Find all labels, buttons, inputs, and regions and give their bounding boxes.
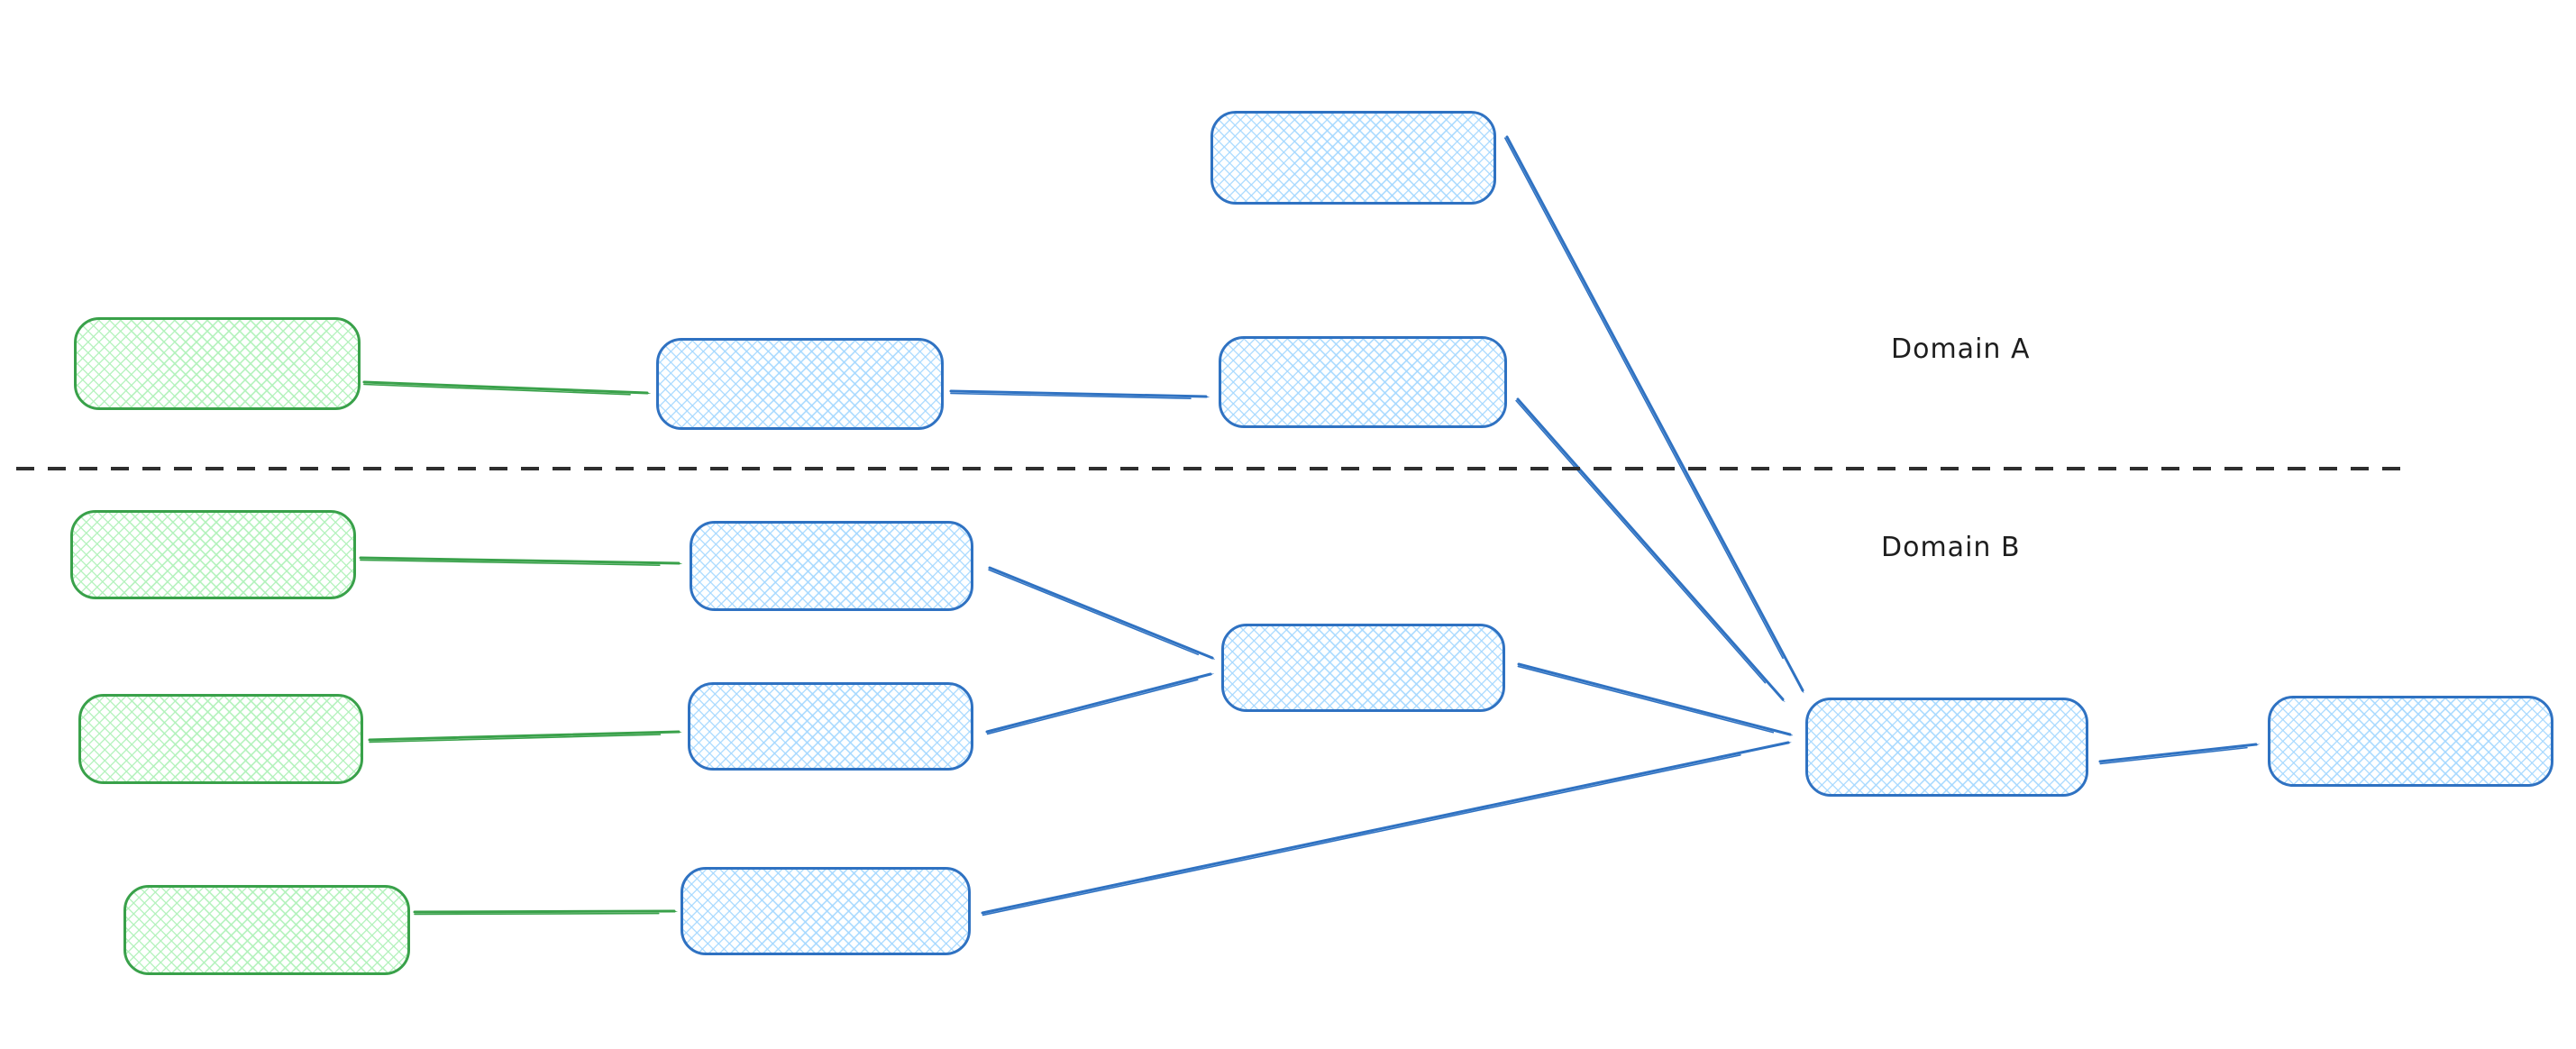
node-a-top[interactable]	[1210, 111, 1496, 205]
node-b-mid-2[interactable]	[688, 682, 973, 771]
arrow-a-mid-to-a-right[interactable]	[949, 389, 1206, 397]
node-b-source-1[interactable]	[70, 510, 356, 599]
domain-a-label[interactable]: Domain A	[1891, 333, 2031, 365]
arrow-sketch-b-join-to-main	[1517, 665, 1775, 734]
arrow-sketch-b-source3-to-b-mid3	[414, 912, 660, 916]
node-b-source-3[interactable]	[123, 885, 410, 975]
arrow-b-source3-to-b-mid3[interactable]	[413, 909, 674, 912]
node-b-join[interactable]	[1221, 624, 1505, 712]
arrow-sketch-a-right-to-main	[1515, 399, 1767, 684]
arrow-b-mid3-to-main[interactable]	[981, 743, 1788, 915]
node-b-mid-1[interactable]	[690, 521, 973, 611]
arrow-b-mid1-to-b-join[interactable]	[988, 566, 1212, 658]
arrow-a-source-to-a-mid[interactable]	[362, 380, 647, 393]
arrow-sketch-a-top-to-main	[1503, 137, 1784, 660]
node-sink[interactable]	[2268, 696, 2553, 787]
arrow-sketch-a-mid-to-a-right	[950, 392, 1192, 399]
arrow-b-source1-to-b-mid1[interactable]	[359, 556, 679, 563]
arrow-sketch-b-mid3-to-main	[982, 753, 1741, 917]
node-b-mid-3[interactable]	[681, 867, 971, 955]
arrow-b-mid2-to-b-join[interactable]	[985, 674, 1210, 734]
arrow-sketch-main-to-sink	[2099, 746, 2248, 765]
node-a-source[interactable]	[74, 317, 361, 410]
node-main-join[interactable]	[1805, 698, 2088, 797]
node-a-right[interactable]	[1219, 336, 1507, 428]
node-a-mid[interactable]	[656, 338, 944, 430]
arrow-b-source2-to-b-mid2[interactable]	[368, 732, 679, 740]
domain-b-label[interactable]: Domain B	[1881, 532, 2021, 563]
arrow-sketch-b-source2-to-b-mid2	[369, 734, 662, 743]
arrow-sketch-b-mid1-to-b-join	[988, 569, 1200, 656]
arrow-sketch-b-source1-to-b-mid1	[360, 559, 661, 566]
arrow-a-top-to-main[interactable]	[1505, 135, 1803, 690]
arrow-a-right-to-main[interactable]	[1516, 397, 1783, 699]
arrow-main-to-sink[interactable]	[2098, 744, 2256, 763]
node-b-source-2[interactable]	[78, 694, 363, 784]
arrow-b-join-to-main[interactable]	[1517, 662, 1790, 734]
arrow-sketch-a-source-to-a-mid	[363, 383, 631, 396]
arrow-sketch-b-mid2-to-b-join	[986, 679, 1199, 735]
